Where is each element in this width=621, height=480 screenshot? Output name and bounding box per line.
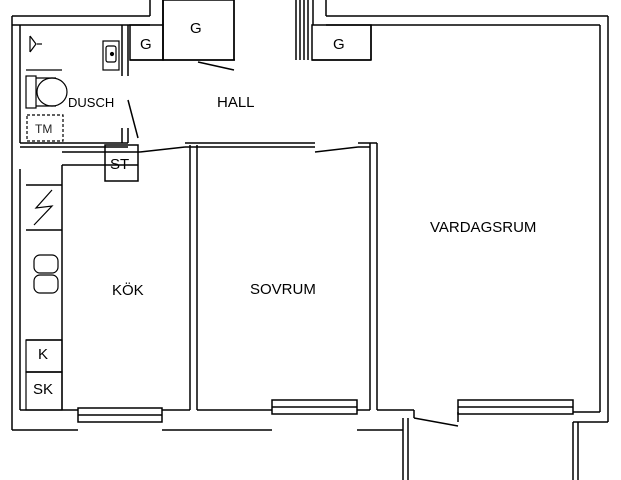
kitchen-counter — [26, 144, 139, 410]
room-label-dusch: DUSCH — [68, 95, 114, 110]
washing-machine — [26, 114, 64, 142]
label-g-hall-right: G — [333, 36, 345, 53]
label-k: K — [38, 346, 48, 363]
wardrobe-hall-small — [129, 24, 164, 61]
shower-drain-icon — [29, 35, 42, 53]
outer-wall — [11, 0, 609, 431]
label-st: ST — [110, 156, 129, 173]
window-bedroom — [271, 399, 358, 415]
lightning-icon — [33, 189, 54, 226]
room-label-kok: KÖK — [112, 281, 144, 299]
wardrobe-hall-right — [311, 24, 372, 61]
room-label-vardagsrum: VARDAGSRUM — [430, 219, 536, 236]
label-g-hall-small: G — [140, 36, 152, 53]
balcony-rail — [402, 418, 579, 480]
freezer — [25, 371, 63, 411]
window-top-hall — [295, 0, 309, 60]
window-living — [457, 399, 574, 415]
window-kitchen — [77, 407, 163, 423]
sink-icon — [102, 40, 120, 71]
room-label-hall: HALL — [217, 94, 255, 111]
room-label-sovrum: SOVRUM — [250, 281, 316, 298]
label-tm: TM — [35, 122, 52, 136]
label-sk: SK — [33, 381, 53, 398]
double-sink-icon — [33, 254, 59, 294]
door-swing — [127, 61, 459, 427]
toilet-icon — [25, 75, 68, 109]
label-g-entry: G — [190, 20, 202, 37]
